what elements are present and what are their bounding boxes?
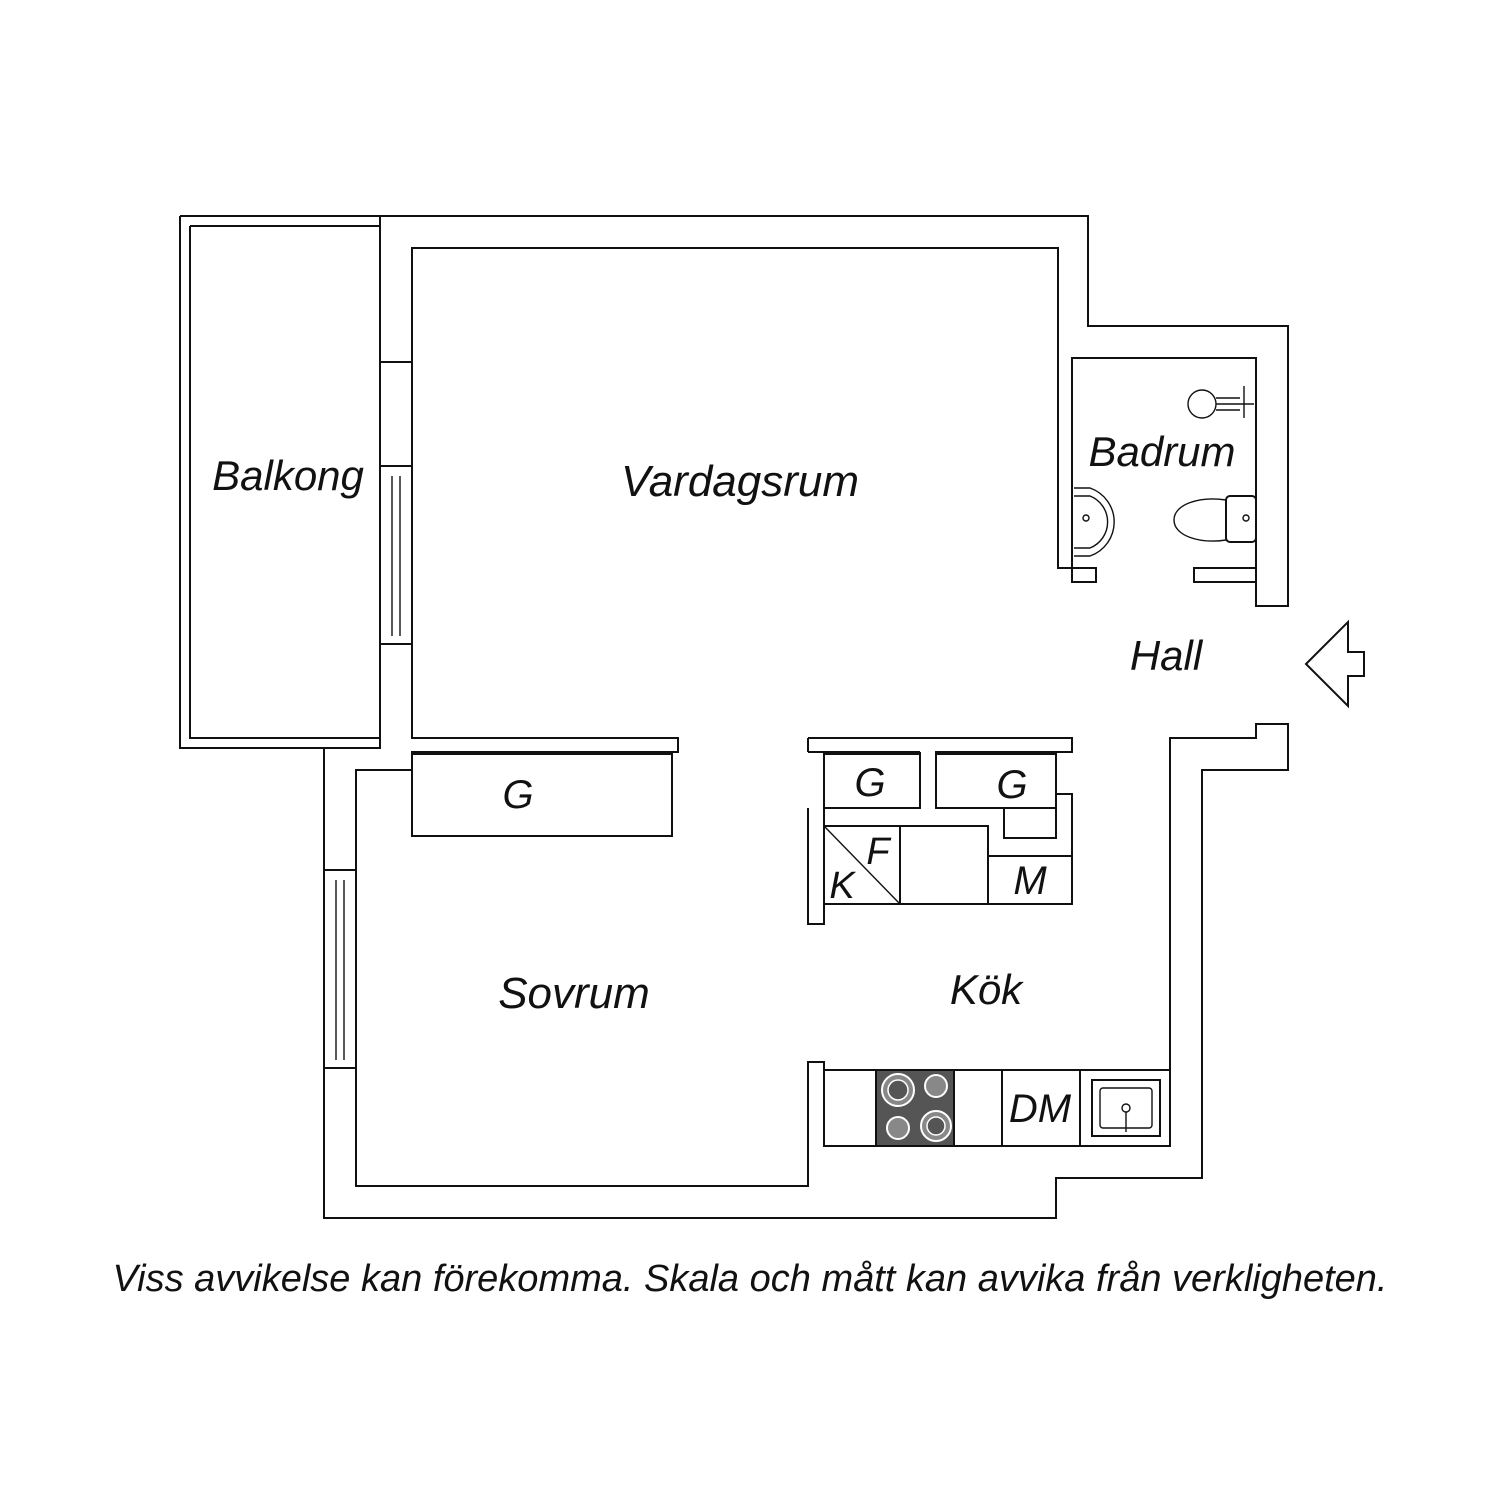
disclaimer-text: Viss avvikelse kan förekomma. Skala och … [112,1258,1388,1300]
label-badrum: Badrum [1088,428,1235,475]
label-microwave: M [1013,859,1047,903]
closet-kitchen-1 [823,753,921,809]
balcony-door [379,465,413,645]
label-closet-kitchen-1: G [854,761,885,805]
closet-kitchen-2 [935,753,1057,809]
label-closet-bedroom: G [502,773,533,817]
lower-outer-wall [323,723,1289,1219]
microwave [987,855,1073,905]
counter-kitchen [899,825,989,905]
label-balkong: Balkong [212,452,364,499]
label-sovrum: Sovrum [498,969,650,1018]
label-closet-kitchen-2: G [996,763,1027,807]
label-fridge: K [829,865,856,907]
label-hall: Hall [1130,632,1204,679]
bathroom-lower-wall [1193,567,1257,583]
sink-icon [1091,1079,1161,1137]
wardrobe-bedroom [411,753,673,837]
label-freezer: F [866,831,891,873]
label-dishwasher: DM [1009,1087,1072,1131]
shower-icon [1187,386,1254,419]
label-kok: Kök [950,966,1024,1013]
outer-wall [180,215,1289,607]
toilet-icon [1173,495,1257,543]
label-vardagsrum: Vardagsrum [621,457,859,506]
fridge-freezer [823,825,901,905]
entrance-arrow-icon [1304,619,1365,709]
stove [875,1069,955,1147]
bedroom-window [323,869,357,1069]
bathroom-sink-icon [1074,487,1115,557]
living-west-wall [323,362,679,870]
